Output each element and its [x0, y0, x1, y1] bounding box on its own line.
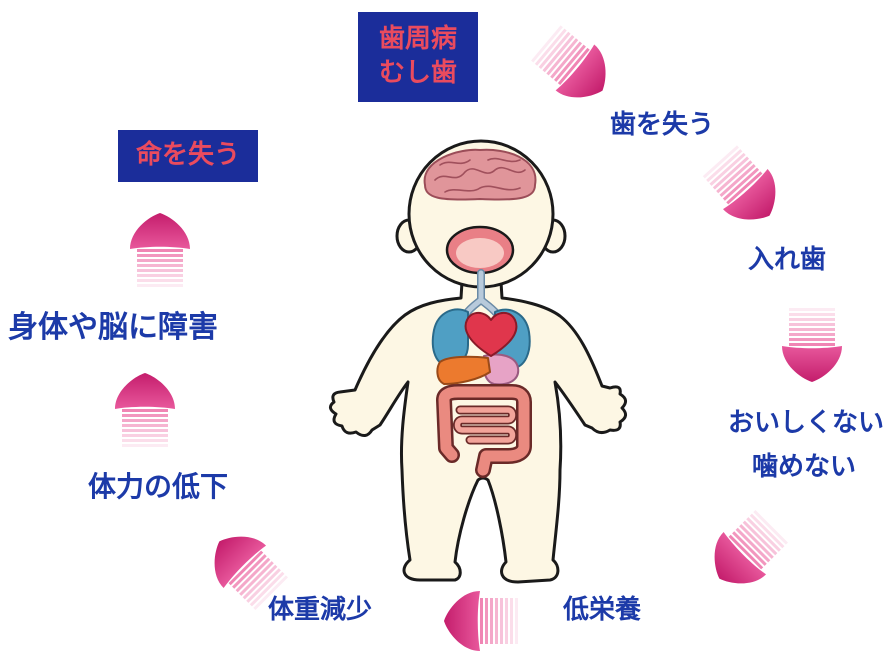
cycle-arrow-to-malnutrition: [698, 505, 793, 600]
step-malnutrition: 低栄養: [563, 595, 641, 626]
cycle-arrow-to-dentures: [698, 141, 792, 236]
cause-line-cavities: むし歯: [379, 57, 457, 91]
step-dentures: 入れ歯: [748, 245, 826, 276]
step-not-tasty: おいしくない: [728, 408, 884, 439]
lose-life-label: 命を失う: [136, 139, 240, 173]
step-weight-loss: 体重減少: [268, 595, 372, 626]
lose-life-box: 命を失う: [118, 130, 258, 182]
mouth-icon: [447, 227, 513, 273]
cycle-arrow-to-lose-life: [130, 213, 190, 287]
child-figure: [330, 141, 625, 582]
step-cannot-chew: 噛めない: [752, 452, 856, 483]
step-body-brain-damage: 身体や脳に障害: [8, 310, 218, 346]
step-lose-teeth: 歯を失う: [610, 110, 714, 141]
cause-box: 歯周病 むし歯: [358, 12, 478, 102]
cause-line-periodontal: 歯周病: [379, 23, 457, 57]
cycle-arrow-to-body-damage: [115, 373, 175, 447]
step-stamina-decline: 体力の低下: [88, 470, 228, 504]
cycle-arrow-to-not-tasty: [782, 308, 842, 382]
cycle-arrow-to-weight-loss: [444, 591, 518, 651]
cycle-arrow-to-lose-teeth: [527, 20, 622, 114]
